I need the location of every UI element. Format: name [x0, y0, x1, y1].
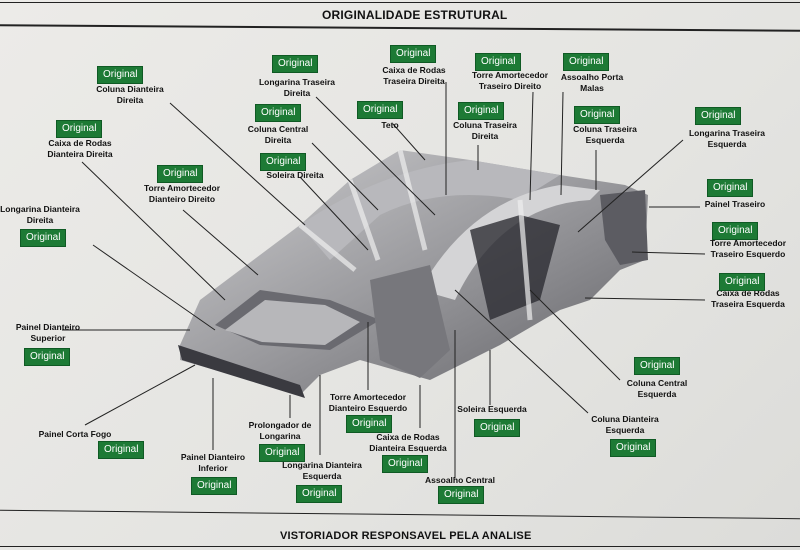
- part-name-painel-traseiro: Painel Traseiro: [704, 199, 766, 209]
- part-name-painel-dianteiro-inferior: Painel Dianteiro Inferior: [180, 452, 246, 473]
- status-badge-longarina-traseira-direita: Original: [272, 55, 319, 73]
- status-badge-coluna-traseira-direita: Original: [458, 102, 505, 120]
- status-badge-painel-dianteiro-inferior: Original: [191, 477, 238, 495]
- part-name-torre-amortecedor-traseiro-direito: Torre Amortecedor Traseiro Direito: [471, 70, 549, 91]
- status-badge-caixa-de-rodas-dianteira-esquerda: Original: [382, 455, 429, 473]
- status-badge-assoalho-central: Original: [438, 486, 485, 504]
- car-body-shell: [178, 149, 648, 398]
- footer-divider-bottom: [0, 546, 800, 547]
- leader-line: [92, 244, 216, 331]
- leader-lines: [62, 82, 706, 478]
- part-name-teto: Teto: [381, 120, 399, 130]
- status-badge-prolongador-de-longarina: Original: [259, 444, 306, 462]
- part-name-caixa-de-rodas-dianteira-esquerda: Caixa de Rodas Dianteira Esquerda: [369, 432, 447, 453]
- status-badge-painel-corta-fogo: Original: [98, 441, 145, 459]
- inspector-section-title: VISTORIADOR RESPONSAVEL PELA ANALISE: [280, 530, 532, 542]
- status-badge-torre-amortecedor-dianteiro-direito: Original: [157, 165, 204, 183]
- part-name-assoalho-central: Assoalho Central: [425, 475, 495, 485]
- status-badge-soleira-direita: Original: [260, 153, 307, 171]
- leader-line: [315, 96, 436, 216]
- part-name-prolongador-de-longarina: Prolongador de Longarina: [248, 420, 312, 441]
- part-name-longarina-dianteira-direita: Longarina Dianteira Direita: [0, 204, 80, 225]
- leader-line: [454, 289, 589, 414]
- leader-line: [577, 139, 684, 233]
- part-name-coluna-traseira-esquerda: Coluna Traseira Esquerda: [573, 124, 637, 145]
- leader-line: [631, 251, 706, 255]
- status-badge-soleira-esquerda: Original: [474, 419, 521, 437]
- leader-line: [81, 161, 226, 301]
- leader-line: [169, 102, 306, 226]
- status-badge-caixa-de-rodas-dianteira-direita: Original: [56, 120, 103, 138]
- part-name-assoalho-porta-malas: Assoalho Porta Malas: [560, 72, 624, 93]
- part-name-longarina-dianteira-esquerda: Longarina Dianteira Esquerda: [282, 460, 362, 481]
- status-badge-painel-dianteiro-superior: Original: [24, 348, 71, 366]
- status-badge-coluna-dianteira-esquerda: Original: [610, 439, 657, 457]
- leader-line: [529, 91, 534, 201]
- status-badge-coluna-central-esquerda: Original: [634, 357, 681, 375]
- status-badge-painel-traseiro: Original: [707, 179, 754, 197]
- leader-line: [584, 297, 706, 301]
- part-name-coluna-dianteira-direita: Coluna Dianteira Direita: [96, 84, 164, 105]
- part-name-caixa-de-rodas-traseira-direita: Caixa de Rodas Traseira Direita: [382, 65, 446, 86]
- part-name-soleira-direita: Soleira Direita: [266, 170, 324, 180]
- status-badge-longarina-dianteira-esquerda: Original: [296, 485, 343, 503]
- part-name-torre-amortecedor-dianteiro-direito: Torre Amortecedor Dianteiro Direito: [143, 183, 221, 204]
- status-badge-caixa-de-rodas-traseira-direita: Original: [390, 45, 437, 63]
- part-name-caixa-de-rodas-traseira-esquerda: Caixa de Rodas Traseira Esquerda: [711, 288, 785, 309]
- status-badge-coluna-central-direita: Original: [255, 104, 302, 122]
- leader-line: [560, 91, 564, 196]
- status-badge-coluna-dianteira-direita: Original: [97, 66, 144, 84]
- status-badge-coluna-traseira-esquerda: Original: [574, 106, 621, 124]
- status-badge-assoalho-porta-malas: Original: [563, 53, 610, 71]
- leader-line: [182, 209, 259, 276]
- status-badge-longarina-dianteira-direita: Original: [20, 229, 67, 247]
- part-name-painel-corta-fogo: Painel Corta Fogo: [38, 429, 112, 439]
- part-name-longarina-traseira-esquerda: Longarina Traseira Esquerda: [688, 128, 766, 149]
- leader-line: [299, 176, 369, 251]
- part-name-longarina-traseira-direita: Longarina Traseira Direita: [258, 77, 336, 98]
- status-badge-torre-amortecedor-dianteiro-esquerdo: Original: [346, 415, 393, 433]
- leader-line: [529, 289, 621, 381]
- part-name-caixa-de-rodas-dianteira-direita: Caixa de Rodas Dianteira Direita: [47, 138, 113, 159]
- status-badge-teto: Original: [357, 101, 404, 119]
- part-name-coluna-traseira-direita: Coluna Traseira Direita: [453, 120, 517, 141]
- status-badge-torre-amortecedor-traseiro-esquerdo: Original: [712, 222, 759, 240]
- part-name-coluna-dianteira-esquerda: Coluna Dianteira Esquerda: [591, 414, 659, 435]
- status-badge-torre-amortecedor-traseiro-direito: Original: [475, 53, 522, 71]
- part-name-painel-dianteiro-superior: Painel Dianteiro Superior: [15, 322, 81, 343]
- leader-line: [84, 364, 196, 426]
- leader-line: [311, 142, 379, 211]
- leader-line: [392, 123, 426, 161]
- section-title: ORIGINALIDADE ESTRUTURAL: [322, 8, 508, 22]
- part-name-coluna-central-direita: Coluna Central Direita: [247, 124, 309, 145]
- part-name-torre-amortecedor-dianteiro-esquerdo: Torre Amortecedor Dianteiro Esquerdo: [328, 392, 408, 413]
- status-badge-longarina-traseira-esquerda: Original: [695, 107, 742, 125]
- part-name-torre-amortecedor-traseiro-esquerdo: Torre Amortecedor Traseiro Esquerdo: [709, 238, 787, 259]
- status-badge-caixa-de-rodas-traseira-esquerda: Original: [719, 273, 766, 291]
- part-name-soleira-esquerda: Soleira Esquerda: [457, 404, 527, 414]
- header-top-divider: [0, 2, 800, 3]
- part-name-coluna-central-esquerda: Coluna Central Esquerda: [626, 378, 688, 399]
